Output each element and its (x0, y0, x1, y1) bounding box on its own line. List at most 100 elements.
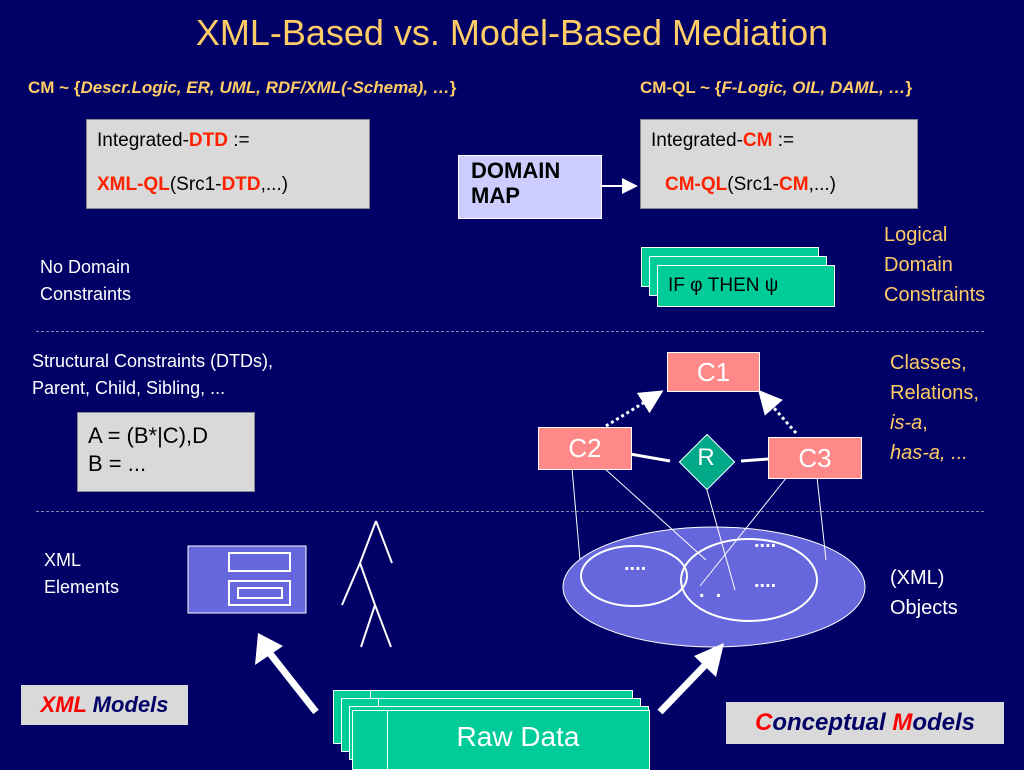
xml-document-field-2 (228, 580, 291, 606)
classes-line4: has-a, ... (890, 438, 979, 468)
cm-list: Descr.Logic, ER, UML, RDF/XML(-Schema), … (80, 78, 450, 97)
raw-data-label: Raw Data (456, 721, 580, 752)
cmql-src: (Src1- (727, 174, 779, 195)
xml-elements-label: XML Elements (44, 547, 119, 601)
logical-line1: Logical (884, 224, 948, 246)
structural-constraints: Structural Constraints (DTDs), Parent, C… (32, 348, 273, 402)
conceptual-up-arrow-shaft (657, 657, 713, 715)
integrated-dtd-label: Integrated- (97, 130, 189, 151)
has-a-label: has-a, ... (890, 442, 968, 464)
integrated-cm-line1: Integrated-CM := (651, 130, 794, 152)
tree-branch-3 (341, 562, 361, 606)
conceptual-onceptual: onceptual (772, 709, 893, 736)
integrated-cm-box: Integrated-CM := CM-QL(Src1-CM,...) (640, 119, 918, 209)
conceptual-c: C (754, 709, 773, 736)
objects-dots-c: .... (754, 570, 777, 592)
xml-elements-line2: Elements (44, 577, 120, 597)
classes-line1: Classes, (890, 352, 967, 374)
separator-bottom (36, 511, 984, 512)
cmql-subtitle: CM-QL ~ {F-Logic, OIL, DAML, …} (640, 78, 912, 98)
cmql-suffix: } (905, 78, 913, 97)
xml-objects-label: (XML) Objects (890, 563, 958, 623)
relation-label: R (697, 444, 715, 471)
cmql-rest: ,...) (808, 174, 837, 195)
cm-prefix: CM ~ { (28, 78, 81, 97)
objects-subset-right (680, 538, 818, 622)
integrated-dtd-keyword: DTD (188, 130, 228, 151)
structural-line1: Structural Constraints (DTDs), (32, 351, 274, 371)
integrated-dtd-line1: Integrated-DTD := (97, 130, 250, 152)
no-domain-constraints: No Domain Constraints (40, 254, 131, 308)
is-a-label: is-a (890, 412, 923, 434)
page-title: XML-Based vs. Model-Based Mediation (195, 12, 829, 53)
domain-map-line1: DOMAIN (471, 158, 561, 183)
xmlql-src: (Src1- (169, 174, 222, 195)
conceptual-odels: odels (912, 709, 976, 736)
tree-branch-5 (360, 604, 376, 648)
xml-models-label: XML Models (21, 685, 188, 725)
integrated-dtd-line2: XML-QL(Src1-DTD,...) (97, 174, 288, 196)
c2-isa-arrow (605, 390, 664, 428)
xml-document-icon (187, 545, 307, 614)
map-line-c2-right (603, 467, 707, 561)
tree-branch-1 (375, 520, 393, 564)
domain-map-box: DOMAIN MAP (458, 155, 602, 219)
integrated-cm-label: Integrated- (651, 130, 743, 151)
classes-line3: is-a, (890, 408, 979, 438)
raw-data-card-rule (387, 711, 388, 769)
cmql-cm: CM (779, 174, 809, 195)
xmlql-dtd: DTD (221, 174, 261, 195)
cm-suffix: } (449, 78, 457, 97)
conceptual-models-label: Conceptual Models (726, 702, 1004, 744)
logical-line2: Domain (884, 254, 953, 276)
r-c3-link (740, 457, 769, 463)
integrated-cm-assign: := (772, 130, 795, 151)
no-domain-line1: No Domain (40, 257, 131, 277)
raw-data-card: Raw Data (352, 710, 650, 770)
conceptual-m: M (892, 709, 913, 736)
dtd-line1: A = (B*|C),D (88, 423, 209, 448)
map-line-c3-left (699, 476, 788, 587)
objects-dots-b: .... (754, 530, 777, 552)
no-domain-line2: Constraints (40, 284, 132, 304)
xml-up-arrow-head (255, 633, 283, 665)
objects-dots-d: . . (699, 580, 722, 602)
cmql-keyword: CM-QL (665, 174, 728, 195)
separator-top (36, 331, 984, 332)
xml-elements-line1: XML (44, 550, 82, 570)
xml-document-field-inner (237, 587, 283, 599)
cmql-prefix: CM-QL ~ { (640, 78, 722, 97)
tree-branch-6 (374, 604, 392, 648)
dtd-box: A = (B*|C),D B = ... (77, 412, 255, 492)
xml-models-xml: XML (40, 692, 87, 717)
classes-relations: Classes, Relations, is-a, has-a, ... (890, 348, 979, 468)
xml-up-arrow-shaft (265, 648, 319, 715)
objects-line2: Objects (890, 597, 958, 619)
class-node-c3: C3 (768, 437, 862, 479)
structural-line2: Parent, Child, Sibling, ... (32, 378, 226, 398)
xmlql-keyword: XML-QL (97, 174, 170, 195)
xml-document-field-1 (228, 552, 291, 572)
cm-subtitle: CM ~ {Descr.Logic, ER, UML, RDF/XML(-Sch… (28, 78, 456, 98)
map-line-c2-left (571, 467, 581, 561)
tree-branch-4 (359, 562, 376, 606)
integrated-cm-line2: CM-QL(Src1-CM,...) (665, 174, 836, 196)
objects-dots-a: .... (624, 553, 647, 575)
integrated-dtd-assign: := (227, 130, 250, 151)
c2-r-link (629, 452, 671, 463)
classes-line2: Relations, (890, 382, 979, 404)
logical-line3: Constraints (884, 284, 986, 306)
map-line-r (704, 482, 736, 591)
xmlql-rest: ,...) (260, 174, 289, 195)
objects-subset-left (580, 545, 688, 607)
rule-card: IF φ THEN ψ (657, 265, 835, 307)
map-line-c3-right (816, 476, 827, 561)
dtd-line2: B = ... (88, 451, 147, 476)
class-node-c2: C2 (538, 427, 632, 470)
integrated-dtd-box: Integrated-DTD := XML-QL(Src1-DTD,...) (86, 119, 370, 209)
is-a-comma: , (922, 412, 928, 434)
cmql-list: F-Logic, OIL, DAML, … (721, 78, 906, 97)
xml-models-models: Models (86, 692, 169, 717)
conceptual-up-arrow-head (694, 643, 724, 677)
